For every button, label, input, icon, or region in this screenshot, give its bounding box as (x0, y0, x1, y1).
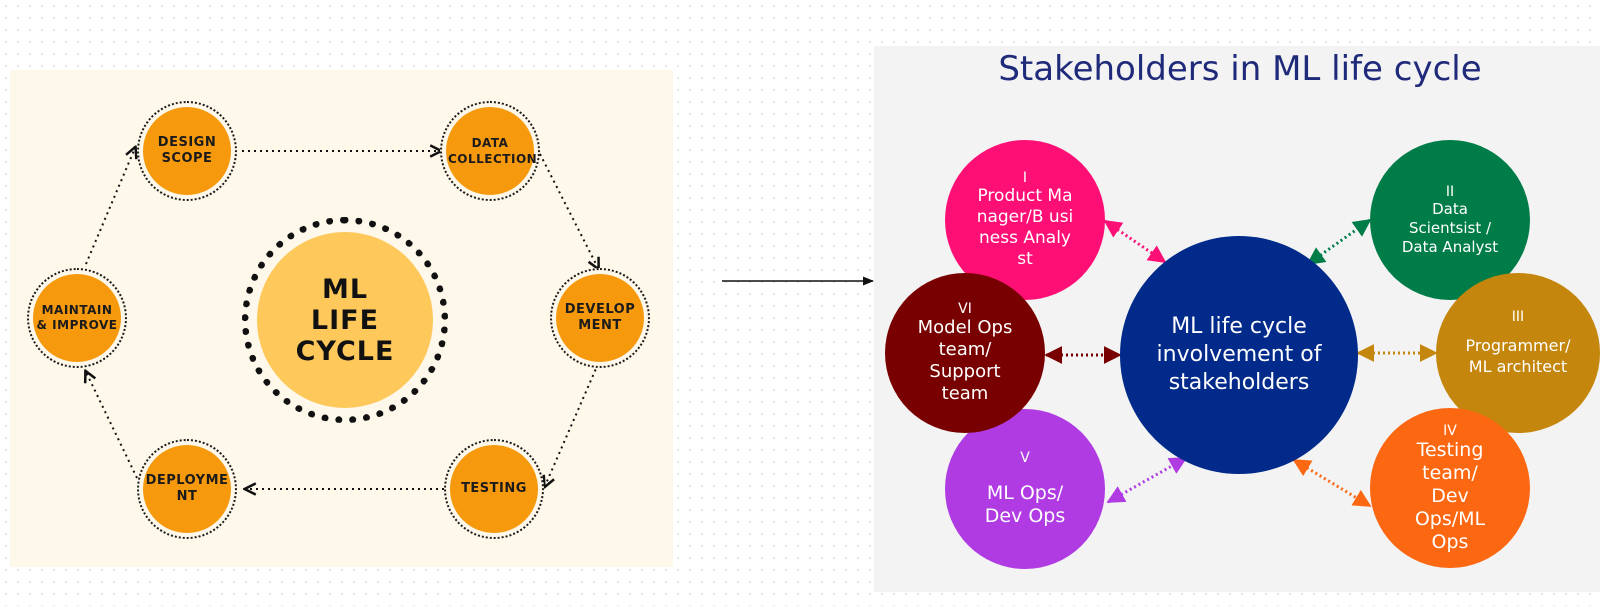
stakeholder-number: VI (958, 301, 972, 317)
arrow-center-data-scientist (1306, 218, 1372, 266)
stakeholder-modelops: VI Model Ops team/ Support team (885, 273, 1045, 433)
stakeholder-number: III (1511, 309, 1525, 325)
stakeholder-programmer: III Programmer/ ML architect (1436, 273, 1600, 433)
stakeholder-number: II (1445, 183, 1455, 200)
lifecycle-center-label: ML LIFE CYCLE (295, 273, 395, 367)
arrow-center-mlops (1106, 456, 1188, 504)
arrow-deploy-to-maintain (86, 372, 138, 479)
stakeholder-data-scientist: II Data Scientsist / Data Analyst (1370, 140, 1530, 300)
stakeholder-label: Data Scientsist / Data Analyst (1401, 199, 1499, 256)
step-label: MAINTAIN & IMPROVE (36, 303, 118, 332)
step-label: DEPLOYME NT (145, 473, 229, 504)
step-label: DATA COLLECTION (448, 136, 538, 166)
stakeholder-label: Testing team/ Dev Ops/ML Ops (1414, 438, 1486, 553)
arrow-center-testing (1292, 458, 1372, 508)
step-data-collection: DATA COLLECTION (440, 101, 540, 201)
stakeholder-number: IV (1443, 422, 1457, 439)
stakeholder-label: Model Ops team/ Support team (917, 317, 1013, 404)
step-maintain-improve: MAINTAIN & IMPROVE (27, 268, 127, 368)
step-label: DEVELOP MENT (564, 302, 636, 333)
stakeholder-label: Programmer/ ML architect (1465, 336, 1571, 376)
stakeholder-label: ML Ops/ Dev Ops (984, 482, 1066, 527)
stakeholder-label: Product Manager/B usiness Analyst (976, 186, 1074, 269)
stakeholder-number: V (1020, 450, 1030, 466)
stakeholders-center-label: ML life cycle involvement of stakeholder… (1156, 314, 1322, 395)
step-label: DESIGN SCOPE (157, 135, 217, 166)
lifecycle-center-node: ML LIFE CYCLE (242, 217, 448, 423)
step-label: TESTING (461, 481, 527, 496)
arrow-data-to-develop (539, 153, 598, 268)
stakeholder-mlops: V ML Ops/ Dev Ops (945, 409, 1105, 569)
arrow-center-product-manager (1103, 219, 1167, 264)
stakeholder-number: I (1022, 170, 1028, 186)
step-deployment: DEPLOYME NT (137, 439, 237, 539)
step-design-scope: DESIGN SCOPE (137, 101, 237, 201)
arrow-maintain-to-design (85, 148, 135, 265)
step-development: DEVELOP MENT (550, 268, 650, 368)
step-testing: TESTING (444, 439, 544, 539)
stakeholders-title: Stakeholders in ML life cycle (998, 49, 1482, 89)
stakeholder-testing: IV Testing team/ Dev Ops/ML Ops (1370, 408, 1530, 568)
stakeholders-center-node: ML life cycle involvement of stakeholder… (1120, 236, 1358, 474)
arrow-develop-to-testing (545, 363, 599, 486)
